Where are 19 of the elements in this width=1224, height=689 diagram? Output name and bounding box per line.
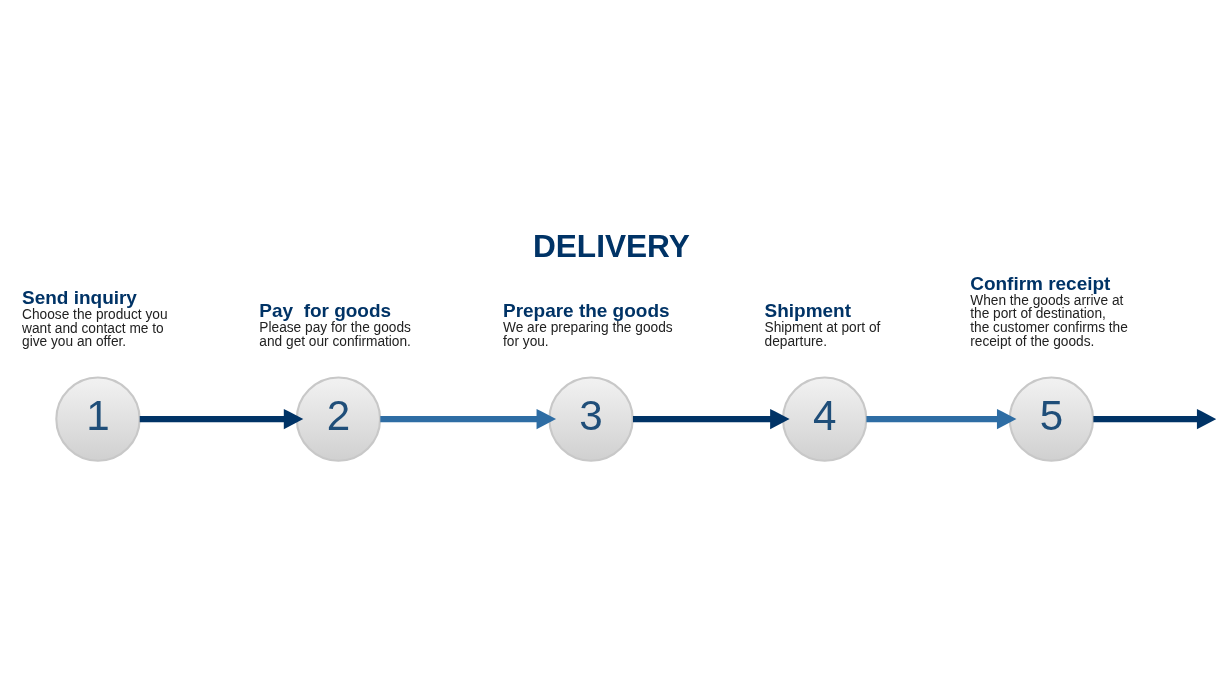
arrow [866, 408, 1017, 430]
node-label: Send inquiry [22, 287, 137, 309]
node-label: Pay for goods [259, 300, 392, 322]
arrow [632, 408, 790, 430]
arrow [139, 408, 304, 430]
node-circle: 5 [1008, 376, 1095, 462]
node-label: Confirm receipt [970, 272, 1111, 294]
node-label: Please pay for the goods and get our confirmation. [259, 320, 411, 349]
node-label: Shipment [764, 300, 851, 322]
node-label: Shipment at port of departure. [764, 320, 881, 349]
node-circle: 1 [55, 376, 141, 462]
arrow [1093, 408, 1216, 430]
node-label: Prepare the goods [502, 300, 670, 322]
node-circle: 3 [548, 376, 634, 462]
node-circle: 4 [781, 376, 868, 462]
diagram-title: DELIVERY [532, 227, 690, 264]
node-circle: 2 [295, 376, 382, 462]
arrow [380, 408, 556, 430]
node-label: We are preparing the goods for you. [502, 320, 673, 349]
